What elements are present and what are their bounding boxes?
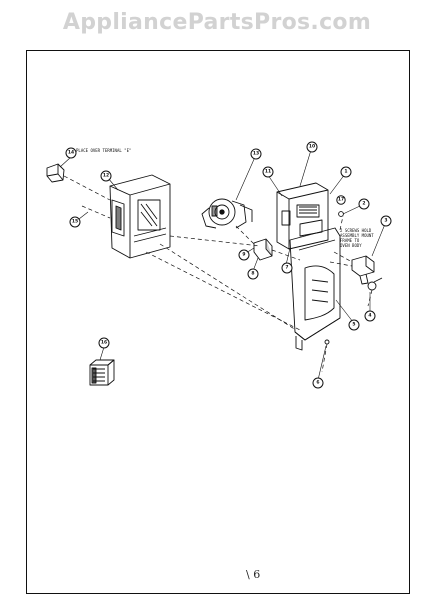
terminal-insulator-part <box>46 163 65 183</box>
svg-text:10: 10 <box>309 144 315 150</box>
callout-9: 9 <box>238 249 250 261</box>
callout-2: 2 <box>358 198 370 210</box>
relay-part <box>89 359 115 386</box>
thermal-cutout-part <box>351 255 383 291</box>
page-mark: \ 6 <box>246 568 260 581</box>
transformer-part <box>109 174 171 259</box>
svg-text:13: 13 <box>253 151 259 157</box>
terminal-note: PLACE OVER TERMINAL "E" <box>76 148 131 153</box>
screw-note-line-4: OVEN BODY <box>340 243 362 248</box>
callout-13: 13 <box>250 148 262 160</box>
svg-text:15: 15 <box>72 219 78 225</box>
callout-14: 14 <box>65 147 77 159</box>
svg-text:11: 11 <box>265 169 271 175</box>
screw-note-line-1: 2 SCREWS HOLD <box>340 228 372 233</box>
svg-text:12: 12 <box>103 173 109 179</box>
callout-8: 8 <box>247 268 259 280</box>
callout-16: 16 <box>98 337 110 349</box>
svg-text:2: 2 <box>362 201 365 207</box>
callout-17: 17 <box>336 195 346 205</box>
callout-leader-lines <box>59 149 386 381</box>
callout-1: 1 <box>340 166 352 178</box>
callout-4: 4 <box>364 310 376 322</box>
switch-part <box>253 238 273 261</box>
control-board-part <box>276 182 329 250</box>
svg-text:1: 1 <box>344 169 347 175</box>
watermark-text: AppliancePartsPros.com <box>62 10 372 35</box>
screw-note-line-2: ASSEMBLY MOUNT <box>340 233 374 238</box>
svg-text:9: 9 <box>242 252 245 258</box>
callout-5: 5 <box>348 319 360 331</box>
assembly-guide-lines <box>63 175 373 373</box>
callout-15: 15 <box>69 216 81 228</box>
callout-10: 10 <box>306 141 318 153</box>
timer-motor-part <box>201 198 253 229</box>
svg-text:16: 16 <box>101 340 107 346</box>
diagram-sheet-border <box>26 50 410 594</box>
callout-12: 12 <box>100 170 112 182</box>
screw-note-line-3: FRAME TO <box>340 238 360 243</box>
svg-text:8: 8 <box>251 271 254 277</box>
callout-6: 6 <box>312 377 324 389</box>
svg-text:17: 17 <box>338 197 344 203</box>
svg-text:4: 4 <box>368 313 371 319</box>
svg-text:6: 6 <box>316 380 319 386</box>
callout-7: 7 <box>281 262 293 274</box>
svg-text:3: 3 <box>384 218 387 224</box>
svg-text:7: 7 <box>285 265 288 271</box>
svg-text:5: 5 <box>352 322 355 328</box>
callout-3: 3 <box>380 215 392 227</box>
callout-11: 11 <box>262 166 274 178</box>
mounting-frame-part <box>289 227 341 351</box>
svg-text:14: 14 <box>68 150 74 156</box>
